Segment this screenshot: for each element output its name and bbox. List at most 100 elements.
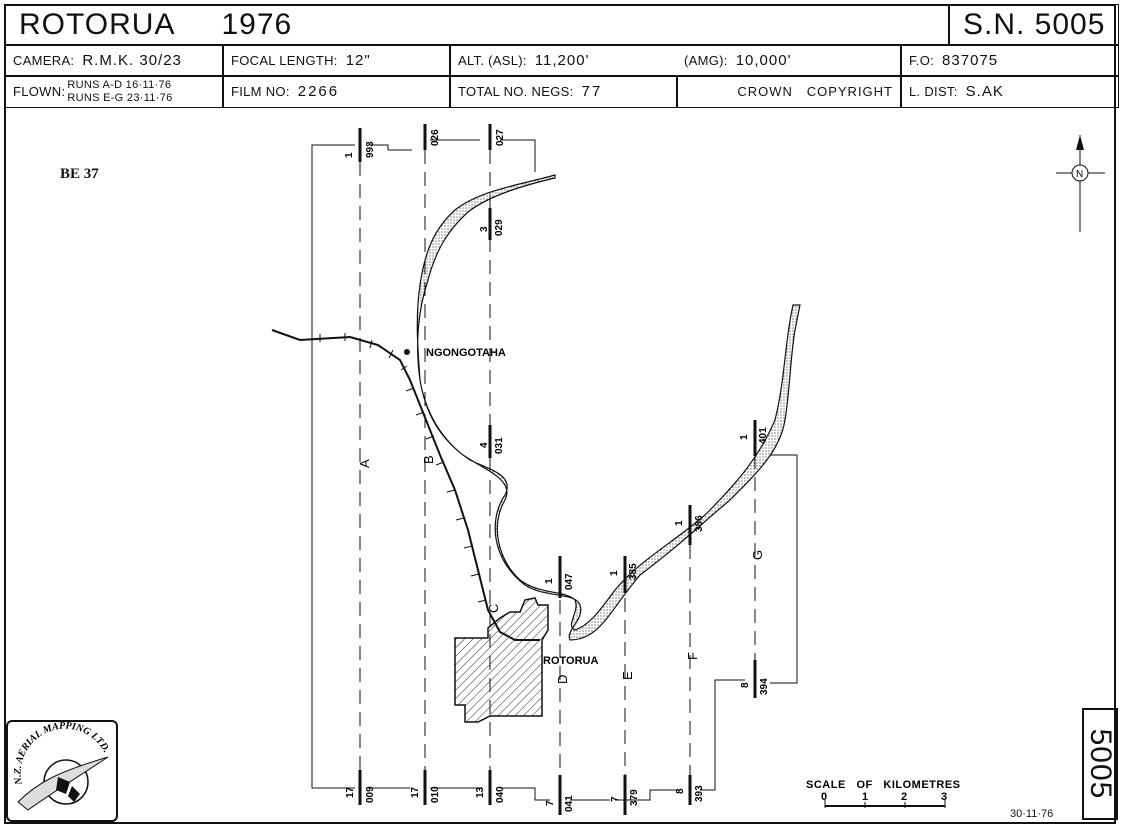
alt-label: ALT. (ASL):: [458, 53, 527, 68]
run-letter-b: B: [421, 455, 436, 464]
run-letter-c: C: [486, 604, 501, 613]
run-letter-a: A: [357, 459, 372, 468]
sn-cell: S.N. 5005: [948, 4, 1119, 46]
bottom-neg-labels: 17 009 17 010 13 040 7 041 7 379 8 393 8…: [345, 678, 770, 812]
neg-a-roll: 1: [344, 152, 355, 158]
ldist-cell: L. DIST: S.AK: [900, 75, 1119, 108]
neg-g-bot-roll: 8: [740, 682, 751, 688]
north-label: N: [1076, 169, 1083, 180]
camera-value: R.M.K. 30/23: [82, 52, 182, 69]
neg-c-bot-roll: 13: [475, 786, 486, 798]
sheet-number: 5005: [1084, 728, 1117, 800]
neg-a-bot: 009: [365, 786, 376, 803]
railway-ticks: [319, 333, 487, 603]
neg-f-bot: 393: [694, 785, 705, 802]
run-letter-d: D: [555, 675, 570, 684]
neg-g-roll: 1: [739, 434, 750, 440]
be-code: BE 37: [60, 166, 99, 182]
focal-label: FOCAL LENGTH:: [231, 53, 338, 68]
fo-label: F.O:: [909, 53, 935, 68]
plot-date: 30·11·76: [1010, 808, 1054, 820]
alt-cell: ALT. (ASL): 11,200': [449, 44, 676, 77]
scale-tick-3: 3: [941, 791, 948, 803]
place-ngongotaha: NGONGOTAHA: [426, 347, 506, 359]
neg-e-bot: 379: [629, 789, 640, 806]
map-title: ROTORUA: [19, 8, 176, 41]
north-arrow-icon: N: [1056, 135, 1105, 232]
neg-e-roll: 1: [609, 570, 620, 576]
neg-g-top: 401: [758, 427, 769, 444]
neg-b-bot: 010: [430, 786, 441, 803]
negs-label: TOTAL NO. NEGS:: [458, 84, 574, 99]
neg-b-top: 026: [430, 129, 441, 146]
flown-cell: FLOWN: RUNS A-D 16·11·76 RUNS E-G 23·11·…: [4, 75, 224, 108]
top-neg-labels: 1 993 026 027 3 029 4 031 1 047 1 385 1 …: [344, 129, 769, 590]
film-cell: FILM NO: 2266: [222, 75, 451, 108]
film-value: 2266: [297, 83, 340, 100]
scale-tick-2: 2: [901, 791, 908, 803]
bottom-neg-markers: [358, 660, 757, 815]
neg-g-bot: 394: [759, 678, 770, 695]
neg-d-bot: 041: [564, 795, 575, 812]
camera-label: CAMERA:: [13, 53, 75, 68]
scale-tick-0: 0: [821, 791, 828, 803]
copyright-text: CROWN COPYRIGHT: [737, 84, 893, 99]
film-label: FILM NO:: [231, 84, 290, 99]
rotorua-urban-area: [454, 597, 549, 723]
neg-a-bot-roll: 17: [345, 786, 356, 798]
run-letter-g: G: [750, 550, 765, 560]
map-year: 1976: [221, 8, 293, 41]
focal-cell: FOCAL LENGTH: 12": [222, 44, 451, 77]
neg-d-roll: 1: [544, 578, 555, 584]
neg-f-top: 386: [694, 515, 705, 532]
title-block: ROTORUA 1976 S.N. 5005 CAMERA: R.M.K. 30…: [4, 4, 1119, 108]
neg-b-bot-roll: 17: [410, 786, 421, 798]
run-letter-e: E: [620, 671, 635, 680]
negs-value: 77: [581, 83, 603, 100]
scale-bar: SCALE OF KILOMETRES 0 1 2 3: [806, 779, 961, 808]
sheet-number-box: 5005: [1082, 708, 1118, 820]
lake-shore-band: [416, 174, 801, 641]
ldist-value: S.AK: [965, 83, 1004, 100]
neg-a-top: 993: [365, 141, 376, 158]
neg-c3-roll: 3: [479, 226, 490, 232]
aerial-mapping-logo: N.Z. AERIAL MAPPING LTD.: [6, 720, 118, 822]
railway-line: [271, 329, 540, 641]
amg-cell: (AMG): 10,000': [676, 44, 902, 77]
coverage-boundary: [311, 139, 798, 801]
top-neg-markers: [358, 124, 757, 598]
scale-title: SCALE OF KILOMETRES: [806, 779, 961, 791]
neg-c-top: 027: [495, 129, 506, 146]
ldist-label: L. DIST:: [909, 84, 958, 99]
flown-label: FLOWN:: [13, 84, 66, 99]
fo-value: 837075: [942, 52, 999, 69]
title-cell: ROTORUA 1976: [4, 4, 950, 46]
scale-tick-1: 1: [862, 791, 869, 803]
alt-value: 11,200': [534, 52, 590, 69]
run-letters: A B C D E F G: [357, 455, 765, 684]
neg-f-roll: 1: [674, 520, 685, 526]
ngongotaha-dot: [404, 349, 410, 355]
neg-c-bot: 040: [495, 786, 506, 803]
flown-runs-1: RUNS A-D 16·11·76: [67, 78, 172, 91]
flight-lines: [359, 150, 756, 775]
neg-c3: 029: [494, 219, 505, 236]
run-letter-f: F: [685, 652, 700, 660]
camera-cell: CAMERA: R.M.K. 30/23: [4, 44, 224, 77]
logo-emblem-icon: N.Z. AERIAL MAPPING LTD.: [13, 722, 112, 811]
place-rotorua: ROTORUA: [543, 655, 598, 667]
neg-f-bot-roll: 8: [675, 788, 686, 794]
neg-e-bot-roll: 7: [610, 796, 621, 802]
neg-e-top: 385: [628, 563, 639, 580]
neg-c4-roll: 4: [479, 442, 490, 448]
sortie-number: S.N. 5005: [963, 8, 1106, 41]
map-frame: [4, 4, 1116, 824]
flown-runs-2: RUNS E-G 23·11·76: [67, 91, 173, 104]
focal-value: 12": [345, 52, 371, 69]
amg-label: (AMG):: [684, 53, 728, 68]
amg-value: 10,000': [735, 52, 792, 69]
neg-d-bot-roll: 7: [545, 800, 556, 806]
copyright-cell: CROWN COPYRIGHT: [676, 75, 902, 108]
neg-d-top: 047: [564, 573, 575, 590]
